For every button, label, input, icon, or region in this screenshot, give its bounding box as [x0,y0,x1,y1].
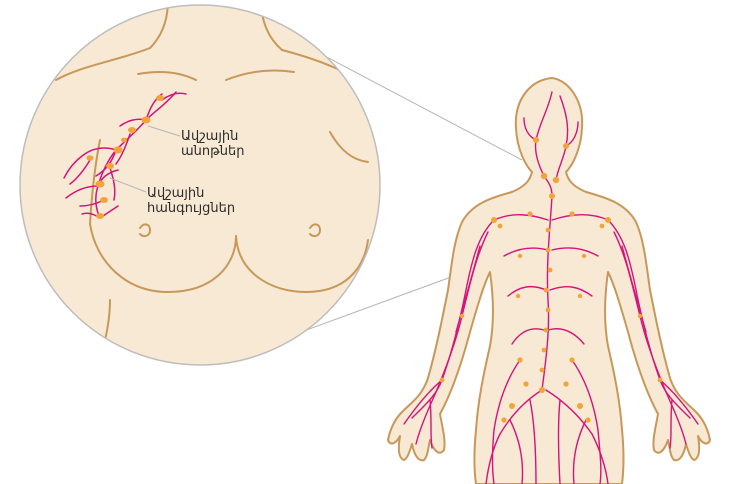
lymph-nodes-label-line1: Ավշային [147,185,235,200]
lymph-vessels-label-line1: Ավշային [181,128,244,143]
lymph-nodes-label-line2: հանգույցներ [147,200,235,215]
lymph-nodes-label: Ավշային հանգույցներ [147,185,235,215]
magnifier-circle [20,0,380,365]
lymph-vessels-label: Ավշային անոթներ [181,128,244,158]
body-figure [388,78,710,484]
lymph-vessels-label-line2: անոթներ [181,143,244,158]
body-silhouette [388,78,710,484]
